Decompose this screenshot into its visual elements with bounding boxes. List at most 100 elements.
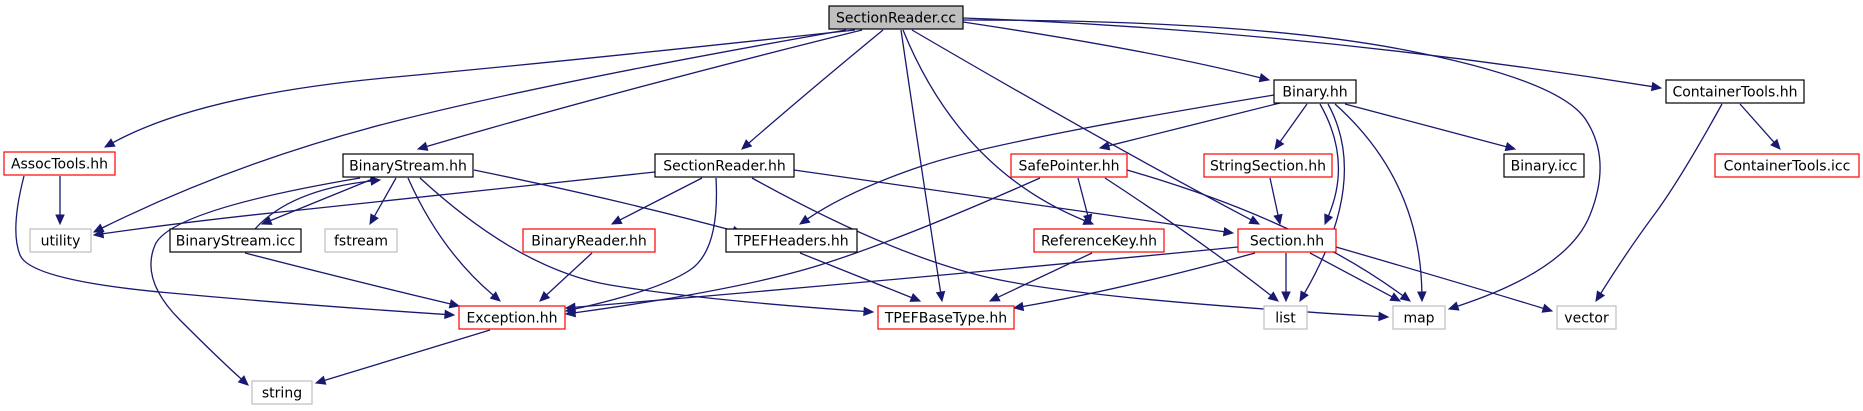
node-label: BinaryStream.icc xyxy=(176,234,295,250)
arrowhead xyxy=(444,309,456,320)
edge-binary_hh-to-string_section_hh xyxy=(1274,103,1308,151)
edge-binary_hh-to-list xyxy=(1299,103,1346,303)
edge-section_reader_hh-to-utility xyxy=(92,171,656,239)
node-tpef-base-type-hh[interactable]: TPEFBaseType.hh xyxy=(877,305,1015,330)
edge-section_reader_cc-to-binary_hh xyxy=(962,21,1271,83)
edge-binary_stream_icc-to-exception_hh xyxy=(244,252,461,309)
edge-section_reader_cc-to-section_reader_hh xyxy=(741,29,884,150)
node-label: utility xyxy=(41,234,81,250)
edge-binary_stream_hh-to-tpef_base_type_hh xyxy=(419,177,875,317)
arrowhead xyxy=(935,290,946,303)
node-utility: utility xyxy=(29,228,92,253)
node-reference-key-hh[interactable]: ReferenceKey.hh xyxy=(1033,228,1165,253)
node-safe-pointer-hh[interactable]: SafePointer.hh xyxy=(1010,153,1128,178)
arrowhead xyxy=(1650,81,1663,92)
node-section-hh[interactable]: Section.hh xyxy=(1237,228,1337,253)
arrowhead xyxy=(1595,290,1606,303)
edge-tpef_headers_hh-to-tpef_base_type_hh xyxy=(799,252,922,302)
arrowhead xyxy=(1248,215,1261,225)
arrowhead xyxy=(260,216,273,225)
edge-section_reader_cc-to-assoc_tools_hh xyxy=(103,29,856,148)
edge-binary_hh-to-binary_icc xyxy=(1344,103,1517,152)
node-string: string xyxy=(251,380,313,405)
arrowhead xyxy=(1378,311,1390,322)
edge-safe_pointer_hh-to-map xyxy=(1126,169,1411,302)
edge-binary_stream_hh-to-string xyxy=(150,177,361,386)
arrowhead xyxy=(1258,73,1271,83)
arrowhead xyxy=(564,302,576,312)
arrowhead xyxy=(1267,291,1279,302)
node-label: BinaryReader.hh xyxy=(531,234,646,250)
node-label: AssocTools.hh xyxy=(11,157,108,173)
node-exception-hh[interactable]: Exception.hh xyxy=(458,305,566,330)
edge-assoc_tools_hh-to-exception_hh xyxy=(15,175,456,320)
node-binary-hh[interactable]: Binary.hh xyxy=(1273,79,1357,104)
arrowhead xyxy=(237,375,249,386)
node-label: vector xyxy=(1564,311,1609,327)
arrowhead xyxy=(370,176,382,186)
arrowhead xyxy=(1098,141,1111,151)
arrowhead xyxy=(1504,141,1517,152)
node-binary-reader-hh[interactable]: BinaryReader.hh xyxy=(522,228,656,253)
node-map: map xyxy=(1392,305,1446,330)
node-string-section-hh[interactable]: StringSection.hh xyxy=(1203,153,1333,178)
node-tpef-headers-hh[interactable]: TPEFHeaders.hh xyxy=(725,228,858,253)
node-vector: vector xyxy=(1556,305,1617,330)
edge-section_reader_cc-to-map xyxy=(962,19,1601,311)
node-label: Exception.hh xyxy=(466,311,557,327)
edge-assoc_tools_hh-to-utility xyxy=(55,176,65,226)
edge-binary_stream_hh-to-exception_hh xyxy=(407,177,501,302)
node-label: ContainerTools.icc xyxy=(1724,159,1851,175)
edge-binary_stream_hh-to-fstream xyxy=(369,177,397,226)
arrowhead xyxy=(92,228,105,239)
edge-binary_hh-to-section_hh xyxy=(1319,103,1340,226)
node-binary-stream-icc[interactable]: BinaryStream.icc xyxy=(169,228,302,253)
edge-section_hh-to-list xyxy=(1281,253,1291,303)
node-binary-stream-hh[interactable]: BinaryStream.hh xyxy=(342,153,474,178)
edge-safe_pointer_hh-to-reference_key_hh xyxy=(1077,177,1093,226)
arrowhead xyxy=(1389,292,1402,302)
edge-section_reader_cc-to-reference_key_hh xyxy=(902,29,1095,225)
edge-section_hh-to-exception_hh xyxy=(564,246,1239,312)
arrowhead xyxy=(1447,301,1460,311)
node-label: SectionReader.cc xyxy=(836,11,956,27)
arrowhead xyxy=(1012,301,1025,312)
edge-section_reader_cc-to-tpef_base_type_hh xyxy=(900,29,946,303)
arrowhead xyxy=(1541,303,1554,313)
arrowhead xyxy=(1417,291,1427,303)
arrowhead xyxy=(1274,138,1285,151)
edge-binary_hh-to-map xyxy=(1334,103,1427,303)
edge-string_section_hh-to-section_hh xyxy=(1269,177,1283,226)
arrowhead xyxy=(369,213,379,226)
node-section-reader-cc: SectionReader.cc xyxy=(828,5,964,30)
node-label: list xyxy=(1275,311,1296,327)
node-binary-icc[interactable]: Binary.icc xyxy=(1503,153,1585,178)
arrowhead xyxy=(798,214,811,225)
arrowhead xyxy=(103,138,116,148)
node-container-tools-hh[interactable]: ContainerTools.hh xyxy=(1665,79,1805,104)
edge-binary_hh-to-safe_pointer_hh xyxy=(1098,102,1281,151)
edge-binary_reader_hh-to-exception_hh xyxy=(539,252,593,302)
edge-container_tools_hh-to-container_tools_icc xyxy=(1739,103,1781,150)
edge-binary_stream_hh-to-binary_stream_icc xyxy=(260,177,376,225)
node-assoc-tools-hh[interactable]: AssocTools.hh xyxy=(3,151,116,176)
node-section-reader-hh[interactable]: SectionReader.hh xyxy=(654,153,795,178)
edge-reference_key_hh-to-tpef_base_type_hh xyxy=(988,252,1093,302)
arrowhead xyxy=(314,375,327,385)
edges-layer xyxy=(15,17,1781,386)
arrowhead xyxy=(741,139,753,150)
node-label: Binary.icc xyxy=(1511,159,1578,175)
node-label: fstream xyxy=(334,234,388,250)
arrowhead xyxy=(416,141,429,151)
edge-section_reader_cc-to-utility xyxy=(92,29,847,233)
node-container-tools-icc[interactable]: ContainerTools.icc xyxy=(1714,153,1860,178)
node-label: SafePointer.hh xyxy=(1018,159,1119,175)
arrowhead xyxy=(1273,213,1283,226)
arrowhead xyxy=(489,291,501,302)
node-label: ReferenceKey.hh xyxy=(1041,234,1157,250)
edge-section_reader_hh-to-binary_reader_hh xyxy=(610,177,703,225)
arrowhead xyxy=(1324,213,1334,226)
node-list: list xyxy=(1263,305,1308,330)
arrowhead xyxy=(1222,226,1235,237)
